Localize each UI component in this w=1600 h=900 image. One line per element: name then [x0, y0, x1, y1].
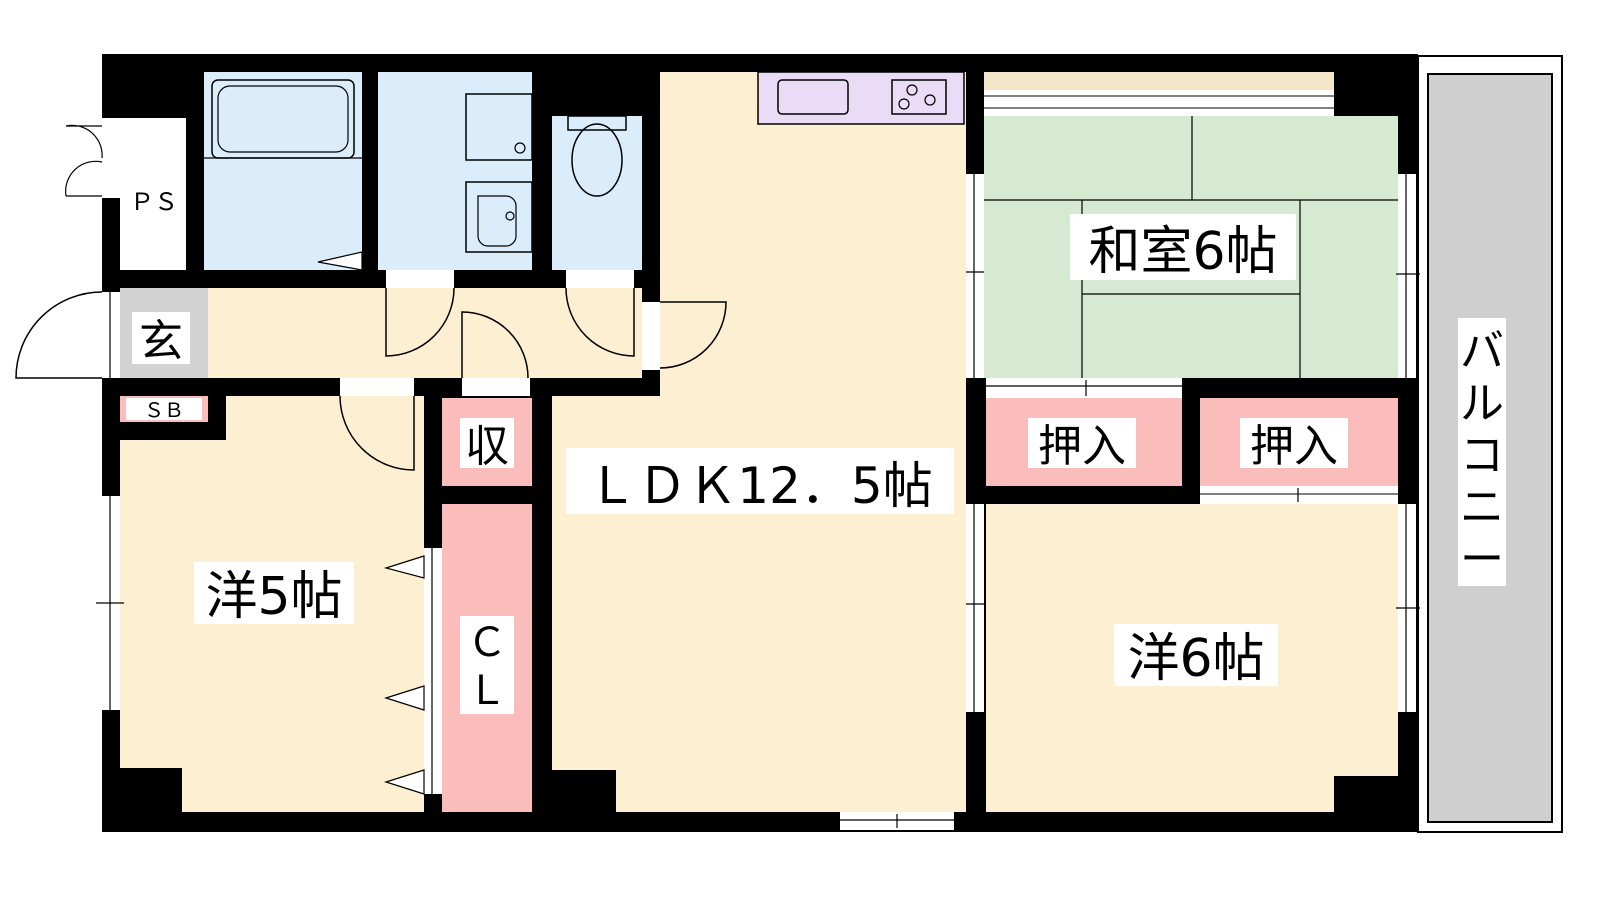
- oshiire-left-label-bg: [1028, 418, 1136, 468]
- you6-sliding-door: [966, 504, 984, 712]
- balcony-label-4: ニ: [1460, 482, 1504, 533]
- engawa-board: [984, 72, 1334, 90]
- entrance-door-swing: [15, 291, 103, 379]
- cl-label-bg: [460, 616, 514, 714]
- ldk-label: ＬＤＫ12．5帖: [587, 457, 932, 515]
- closet-fold: [384, 769, 425, 795]
- wash-basin: [465, 181, 533, 253]
- storage-door-swing: [461, 311, 529, 379]
- bath-door: [317, 251, 363, 271]
- burner: [898, 98, 910, 110]
- closet-fold: [383, 555, 425, 579]
- oshiire-right-label-bg: [1240, 418, 1348, 468]
- ldk-label-bg: [566, 448, 954, 514]
- basin-bowl: [477, 195, 517, 247]
- you5-label-bg: [194, 562, 354, 624]
- cl-label-l: Ｌ: [467, 668, 507, 714]
- washer-drain: [514, 142, 526, 154]
- shu-label-bg: [460, 418, 514, 468]
- washing-machine: [465, 93, 533, 161]
- toilet-door-swing: [565, 287, 635, 357]
- burner: [906, 84, 918, 96]
- sb-label-bg: [126, 398, 202, 420]
- washroom: [378, 72, 532, 270]
- you5-door-swing: [339, 395, 415, 471]
- bathtub-inner: [217, 85, 349, 153]
- genkan-label-bg: [132, 312, 190, 364]
- washroom-opening: [386, 270, 454, 288]
- burner: [924, 94, 936, 106]
- balcony-label-bg: [1458, 318, 1506, 586]
- ps-door-swing: [65, 160, 103, 197]
- shu-label: 収: [465, 421, 509, 472]
- oshiire-left-label: 押入: [1038, 421, 1126, 472]
- balcony-label-3: コ: [1460, 430, 1504, 481]
- toilet-tank: [567, 115, 627, 131]
- ldk-door-swing: [659, 301, 727, 369]
- washitsu-sliding-door: [966, 174, 984, 378]
- entrance-opening: [102, 292, 120, 378]
- kitchen-sink: [777, 79, 849, 115]
- balcony-label-1: バ: [1460, 326, 1504, 377]
- ldk-room: [552, 72, 966, 812]
- storage-opening: [462, 378, 530, 396]
- you6-label: 洋6帖: [1127, 629, 1264, 689]
- oshiire-right-label: 押入: [1250, 421, 1338, 472]
- closet-opening: [424, 548, 442, 794]
- washitsu-label: 和室6帖: [1088, 222, 1277, 282]
- hallway: [206, 288, 642, 378]
- bathroom: [204, 72, 362, 270]
- washitsu-label-bg: [1070, 214, 1296, 280]
- cl-label-c: Ｃ: [467, 620, 507, 666]
- ps-space: [120, 118, 186, 270]
- ps-label: ＰＳ: [130, 188, 178, 216]
- basin-tap: [505, 211, 515, 221]
- toilet-room: [552, 116, 642, 270]
- you5-opening: [340, 378, 414, 396]
- ldk-opening: [642, 302, 660, 370]
- balcony-label-2: ル: [1460, 378, 1504, 429]
- oshiire-right-door: [1200, 486, 1398, 504]
- sb-label: ＳＢ: [144, 398, 184, 422]
- genkan-label: 玄: [139, 316, 183, 367]
- ps-door-swing: [65, 124, 103, 159]
- balcony-label-5: ー: [1460, 534, 1504, 585]
- washitsu-window: [1398, 174, 1416, 378]
- oshiire-left-door: [986, 378, 1182, 398]
- you5-label: 洋5帖: [205, 567, 342, 627]
- toilet-opening: [566, 270, 634, 288]
- you6-label-bg: [1114, 624, 1278, 686]
- ps-opening: [102, 118, 120, 198]
- closet-fold: [384, 685, 425, 711]
- stove: [891, 79, 947, 115]
- toilet-bowl: [571, 123, 623, 197]
- washroom-door-swing: [385, 287, 455, 357]
